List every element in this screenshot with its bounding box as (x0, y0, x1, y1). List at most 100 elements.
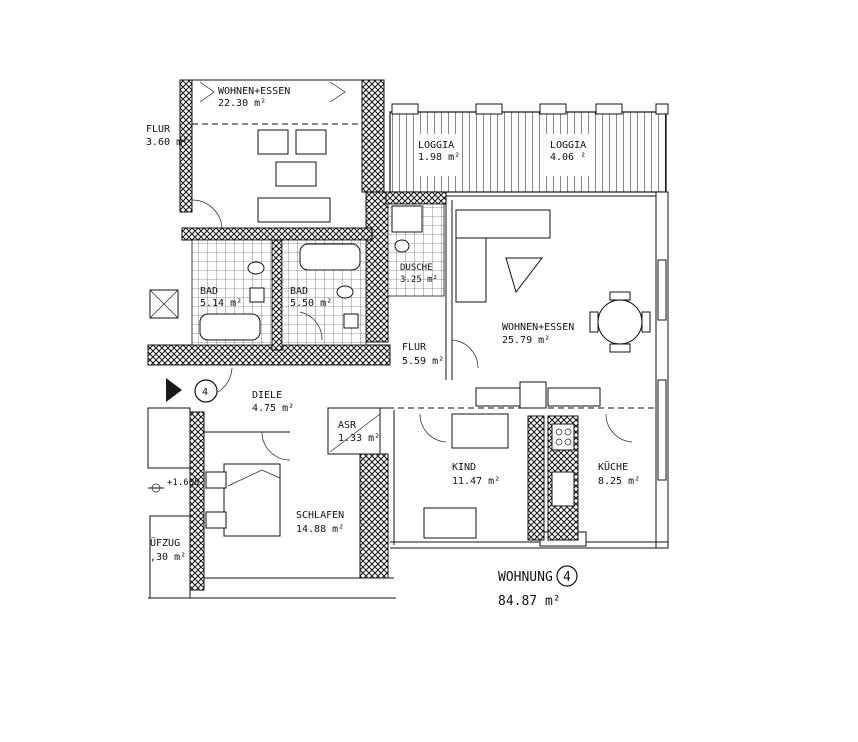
label-bg (546, 134, 590, 176)
window (657, 259, 667, 321)
shower-cross (149, 289, 179, 319)
chair (609, 343, 631, 353)
room-name: LOGGIA (418, 140, 454, 151)
room-name: DIELE (252, 390, 282, 401)
room-area: 5.14 m² (200, 298, 242, 309)
lower-left (147, 367, 396, 599)
door-swing (217, 367, 233, 393)
sink (343, 313, 359, 329)
apartment-number: 4 (563, 570, 571, 585)
apartment-number-circle (556, 565, 578, 587)
room-area: 3.25 m² (400, 275, 438, 285)
armchair (295, 129, 327, 155)
room-area: 5.50 m² (290, 298, 332, 309)
toilet (247, 261, 265, 275)
room-area: 4.06 ² (550, 152, 586, 163)
room-area: 8.25 m² (598, 476, 640, 487)
wall (361, 79, 385, 193)
room-name: WOHNEN+ESSEN (218, 86, 290, 97)
outer-wall (655, 191, 669, 549)
coffee-table (505, 257, 544, 294)
sofa (455, 209, 551, 239)
wall (385, 191, 447, 205)
sink (249, 287, 265, 303)
room-name: ÜFZUG (150, 536, 180, 549)
room-name: DUSCHE (400, 263, 433, 273)
room-name: FLUR (402, 342, 427, 353)
wall (179, 79, 193, 213)
cabinet (475, 387, 521, 407)
chair (609, 291, 631, 301)
drain (475, 103, 503, 115)
desk (423, 507, 477, 539)
room-area: 4.75 m² (252, 403, 294, 414)
wardrobe (359, 453, 389, 579)
room-name: BAD (290, 286, 308, 297)
apartment-name: WOHNUNG (498, 570, 553, 585)
door-swing (261, 431, 291, 461)
drain (539, 103, 567, 115)
chair (589, 311, 599, 333)
chair (641, 311, 651, 333)
entrance-number: 4 (202, 387, 208, 398)
elevator (149, 515, 191, 599)
dining-table (597, 299, 643, 345)
bathtub (199, 313, 261, 341)
toilet (394, 239, 410, 253)
sofa (455, 237, 487, 303)
room-name: ASR (338, 420, 357, 431)
room-labels: WOHNEN+ESSEN 22.30 m² FLUR 3.60 m² LOGGI… (146, 86, 640, 609)
room-name: WOHNEN+ESSEN (502, 322, 574, 333)
entrance-marker (194, 379, 218, 403)
room-name: SCHLAFEN (296, 510, 344, 521)
wall (181, 227, 373, 241)
sofa (257, 197, 331, 223)
storage-room (327, 407, 381, 455)
door-swing (299, 311, 323, 341)
pillow (205, 471, 227, 489)
wall (365, 191, 389, 343)
door-swing (419, 413, 447, 443)
entry-arrow-icon (166, 378, 182, 402)
drain (655, 103, 669, 115)
room-name: KÜCHE (598, 460, 628, 473)
wall (189, 411, 205, 591)
room-area: 25.79 m² (502, 335, 550, 346)
room-area: 5.59 m² (402, 356, 444, 367)
room-area: 14.88 m² (296, 524, 344, 535)
cabinet (547, 387, 601, 407)
wall (271, 239, 283, 351)
room-name: LOGGIA (550, 140, 586, 151)
door-line (329, 413, 381, 453)
wall (527, 415, 545, 541)
sink (551, 471, 575, 507)
room-area: 11.47 m² (452, 476, 500, 487)
room-area: 1.98 m² (418, 152, 460, 163)
bed-sheet (227, 469, 281, 487)
window (657, 379, 667, 481)
label-bg (414, 134, 458, 176)
loggia (389, 103, 669, 193)
apartment-area: 84.87 m² (498, 594, 561, 609)
room-area: 3.60 m² (146, 137, 188, 148)
elevation-mark: +1.605 (167, 478, 200, 488)
room-area: 22.30 m² (218, 98, 266, 109)
room-name: FLUR (146, 124, 171, 135)
room-name: KIND (452, 462, 476, 473)
room-area: 1.33 m² (338, 433, 380, 444)
armchair (257, 129, 289, 155)
coffee-table (275, 161, 317, 187)
door-swing (451, 339, 479, 369)
toilet (336, 285, 354, 299)
drain (391, 103, 419, 115)
column (519, 381, 547, 409)
drain (595, 103, 623, 115)
shower-tray (391, 205, 423, 233)
pillow (205, 511, 227, 529)
room-name: BAD (200, 286, 218, 297)
stove (551, 423, 575, 451)
main-unit (385, 191, 669, 549)
bed (223, 463, 281, 537)
room-area: ,30 m² (150, 552, 186, 563)
